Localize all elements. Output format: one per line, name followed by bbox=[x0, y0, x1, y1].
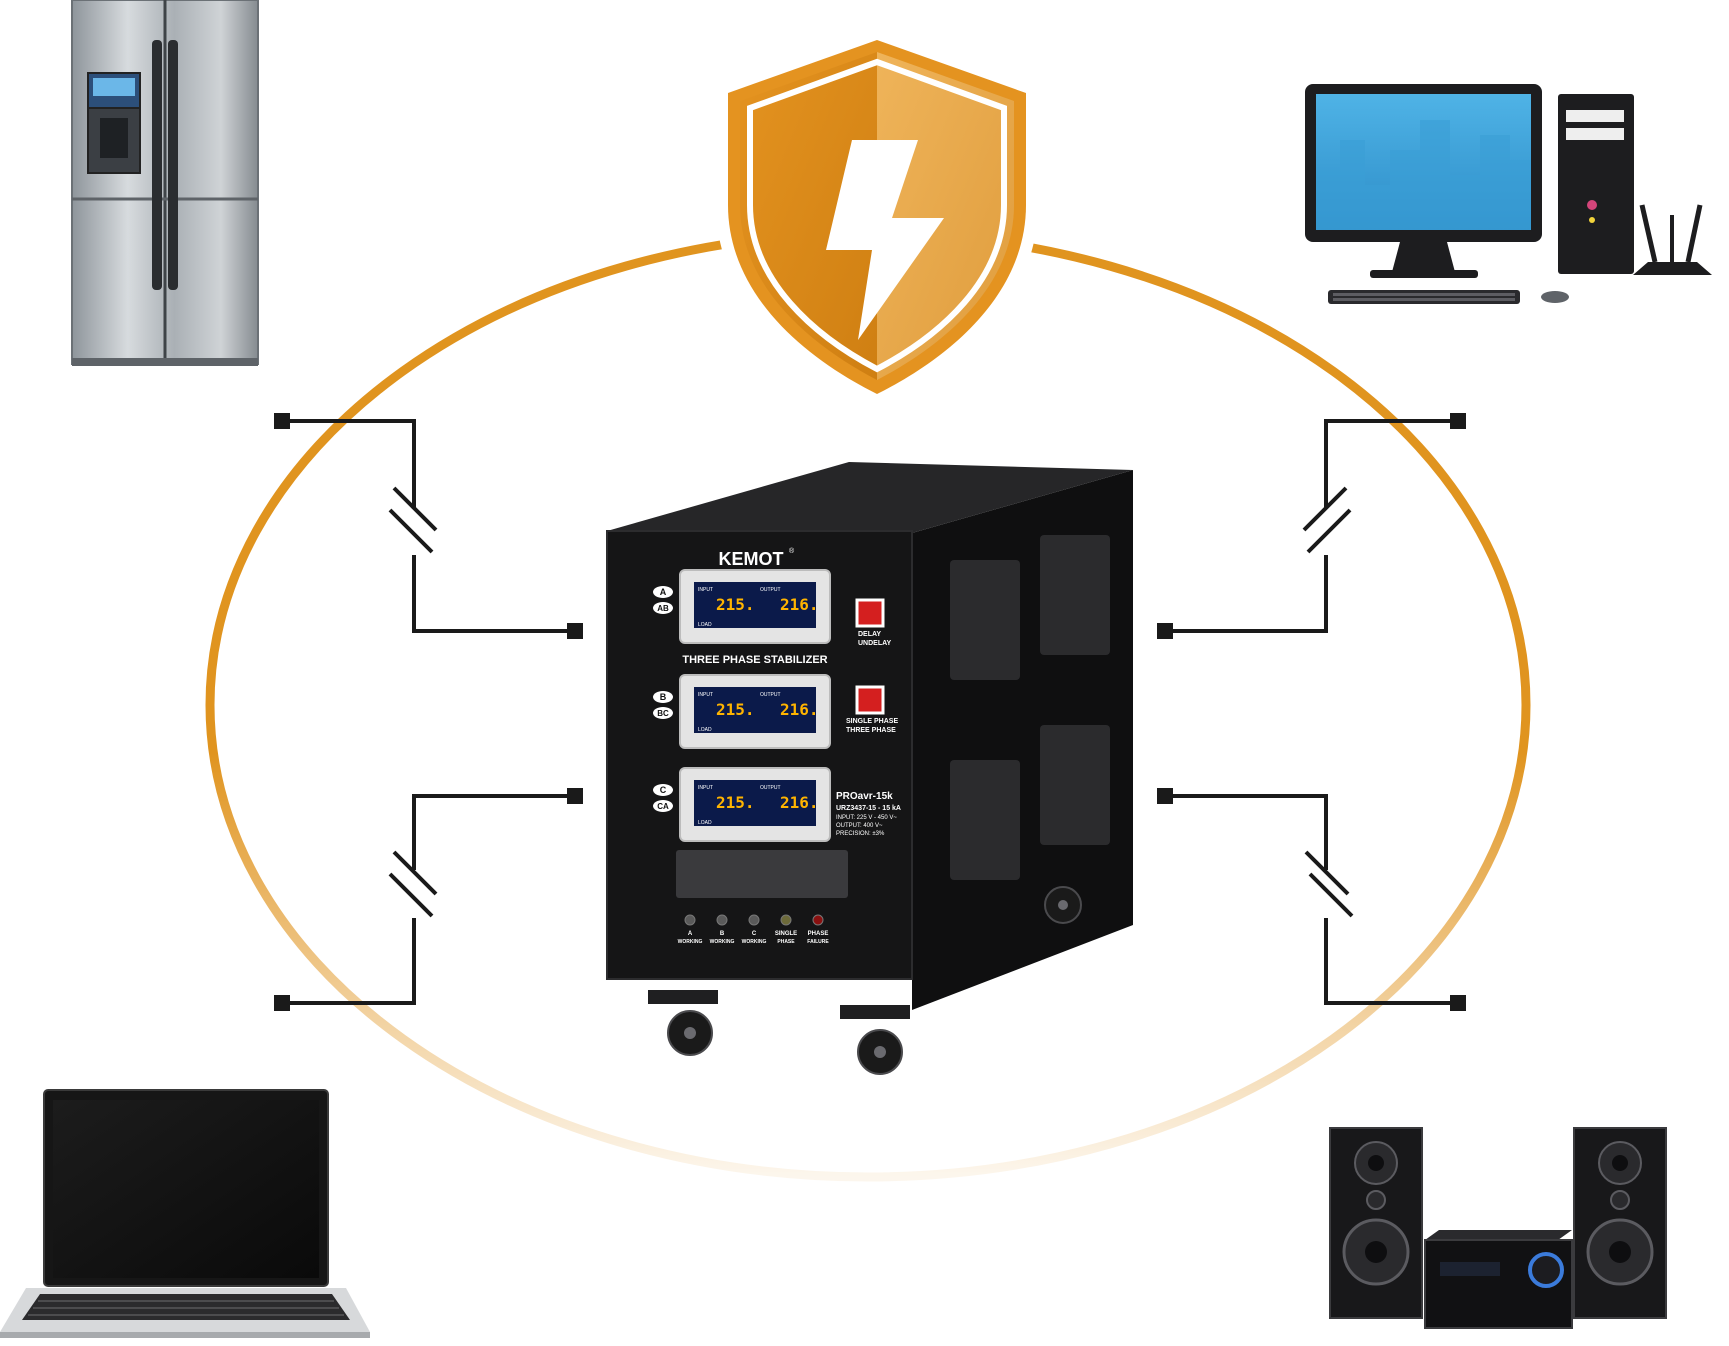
circuit-breaker-icon bbox=[282, 419, 1458, 1005]
output-voltage: 216. bbox=[780, 700, 819, 719]
svg-text:A: A bbox=[688, 931, 693, 937]
svg-text:A: A bbox=[660, 587, 667, 597]
svg-text:DELAY: DELAY bbox=[858, 631, 881, 638]
svg-text:PHASE: PHASE bbox=[777, 939, 795, 945]
stabilizer-title: THREE PHASE STABILIZER bbox=[682, 654, 827, 666]
input-voltage: 215. bbox=[716, 700, 755, 719]
lcd-display-c: C CA INPUT OUTPUT LOAD 215. 216. bbox=[653, 767, 831, 842]
svg-text:PHASE: PHASE bbox=[808, 931, 829, 937]
input-voltage: 215. bbox=[716, 793, 755, 812]
breaker-terminals bbox=[274, 413, 1466, 1011]
laptop-icon bbox=[0, 1089, 370, 1338]
shield-lightning-icon bbox=[716, 28, 1038, 410]
svg-text:B: B bbox=[720, 931, 725, 937]
svg-text:URZ3437-15 - 15 kA: URZ3437-15 - 15 kA bbox=[836, 805, 901, 812]
indicator-lamp: C WORKING bbox=[742, 914, 767, 945]
lcd-display-a: A AB INPUT OUTPUT LOAD 215. 216. bbox=[653, 569, 831, 644]
svg-text:INPUT: 225 V - 450 V~: INPUT: 225 V - 450 V~ bbox=[836, 815, 897, 821]
phase-mode-switch[interactable]: SINGLE PHASE THREE PHASE bbox=[846, 685, 898, 734]
svg-text:®: ® bbox=[789, 547, 795, 555]
lcd-display-b: B BC INPUT OUTPUT LOAD 215. 216. bbox=[653, 674, 831, 749]
svg-text:WORKING: WORKING bbox=[678, 939, 703, 945]
output-voltage: 216. bbox=[780, 793, 819, 812]
svg-text:C: C bbox=[660, 785, 667, 795]
svg-text:INPUT: INPUT bbox=[698, 785, 713, 791]
svg-text:B: B bbox=[660, 692, 667, 702]
svg-text:LOAD: LOAD bbox=[698, 727, 712, 733]
svg-text:OUTPUT: 400 V~: OUTPUT: 400 V~ bbox=[836, 823, 883, 829]
svg-text:OUTPUT: OUTPUT bbox=[760, 692, 781, 698]
svg-text:LOAD: LOAD bbox=[698, 820, 712, 826]
svg-text:FAILURE: FAILURE bbox=[807, 939, 829, 945]
svg-text:PROavr-15k: PROavr-15k bbox=[836, 791, 893, 802]
svg-text:OUTPUT: OUTPUT bbox=[760, 785, 781, 791]
svg-text:KEMOT: KEMOT bbox=[719, 549, 784, 569]
svg-text:C: C bbox=[752, 931, 757, 937]
output-voltage: 216. bbox=[780, 595, 819, 614]
model-info: PROavr-15k URZ3437-15 - 15 kA INPUT: 225… bbox=[836, 791, 901, 837]
svg-text:INPUT: INPUT bbox=[698, 692, 713, 698]
phase-badge: A AB bbox=[653, 586, 673, 614]
svg-text:SINGLE: SINGLE bbox=[775, 931, 797, 937]
svg-text:INPUT: INPUT bbox=[698, 587, 713, 593]
svg-text:THREE PHASE: THREE PHASE bbox=[846, 727, 896, 734]
brand-logo: KEMOT ® bbox=[719, 547, 796, 569]
indicator-lamp: PHASE FAILURE bbox=[807, 914, 829, 945]
indicator-lamp: A WORKING bbox=[678, 914, 703, 945]
svg-text:AB: AB bbox=[657, 604, 669, 613]
svg-text:SINGLE PHASE: SINGLE PHASE bbox=[846, 718, 898, 725]
refrigerator-icon bbox=[71, 0, 259, 366]
svg-text:BC: BC bbox=[657, 709, 669, 718]
svg-text:UNDELAY: UNDELAY bbox=[858, 640, 892, 647]
svg-text:WORKING: WORKING bbox=[710, 939, 735, 945]
delay-switch[interactable]: DELAY UNDELAY bbox=[855, 598, 892, 647]
phase-badge: B BC bbox=[653, 691, 673, 719]
indicator-lamp: SINGLE PHASE bbox=[775, 914, 797, 945]
svg-text:WORKING: WORKING bbox=[742, 939, 767, 945]
svg-text:LOAD: LOAD bbox=[698, 622, 712, 628]
desktop-computer-icon bbox=[1305, 84, 1634, 304]
wifi-router-icon bbox=[1633, 204, 1712, 275]
indicator-lamp: B WORKING bbox=[710, 914, 735, 945]
phase-badge: C CA bbox=[653, 784, 673, 812]
svg-text:CA: CA bbox=[657, 802, 669, 811]
stereo-speakers-icon bbox=[1329, 1127, 1667, 1329]
svg-text:PRECISION: ±3%: PRECISION: ±3% bbox=[836, 831, 885, 837]
svg-text:OUTPUT: OUTPUT bbox=[760, 587, 781, 593]
input-voltage: 215. bbox=[716, 595, 755, 614]
